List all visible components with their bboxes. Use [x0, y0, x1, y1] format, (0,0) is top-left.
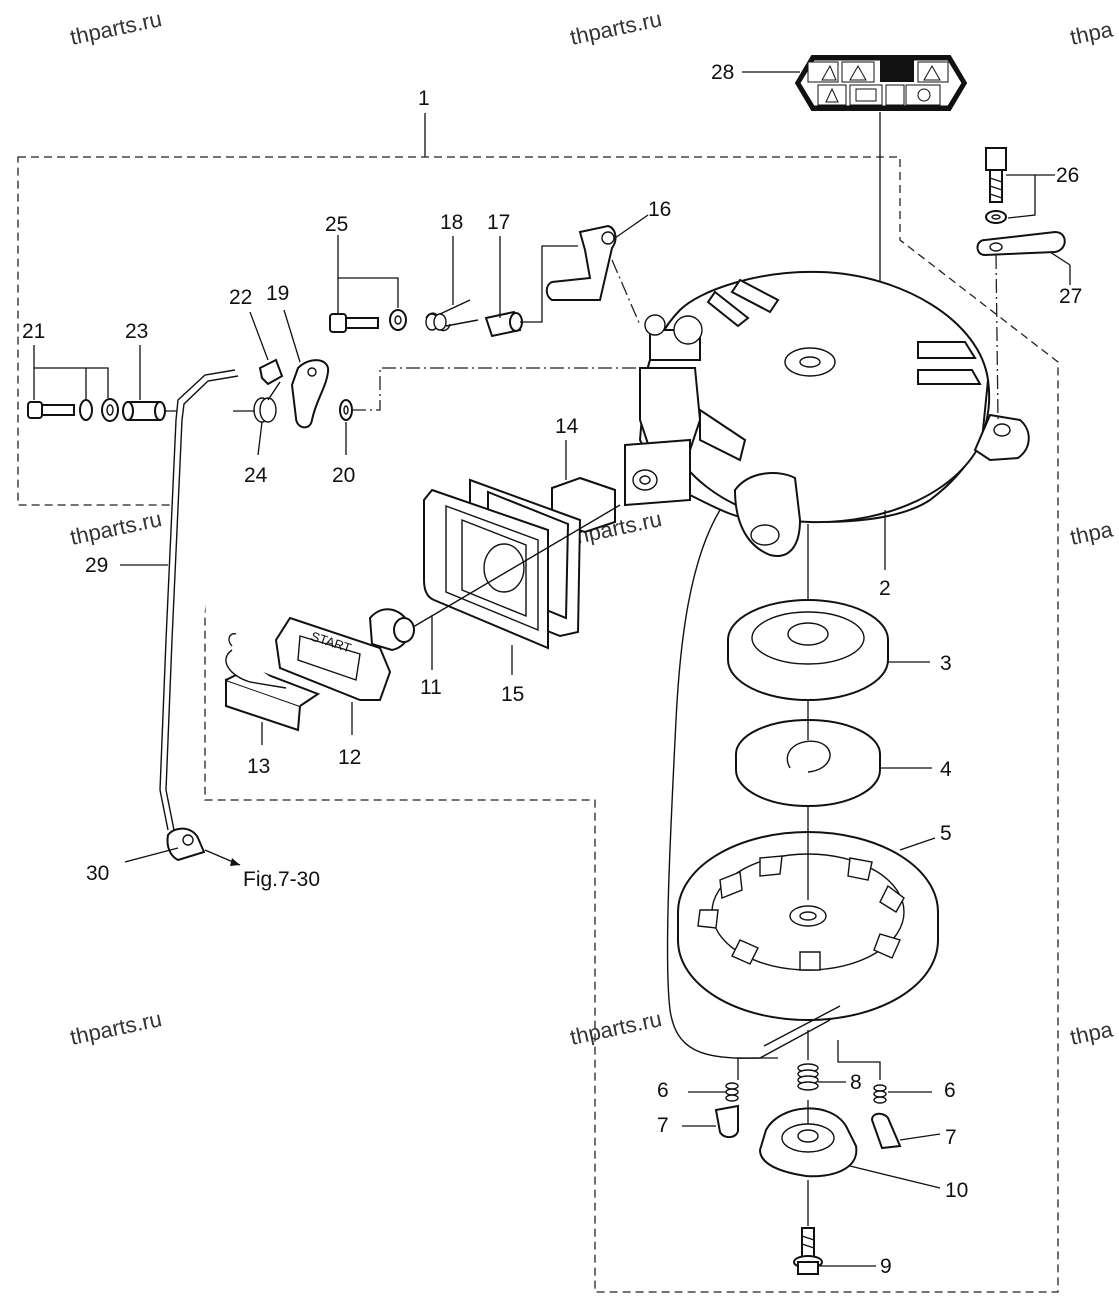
callout-13: 13 — [247, 755, 270, 778]
screw-25 — [329, 309, 407, 333]
collar-17 — [484, 310, 523, 338]
warning-decal — [794, 55, 968, 111]
callout-21: 21 — [22, 320, 45, 343]
starter-housing — [624, 270, 1030, 557]
callout-30: 30 — [86, 862, 109, 885]
watermark: thpa — [1068, 1016, 1116, 1050]
callout-10: 10 — [945, 1179, 968, 1202]
reel-5 — [677, 831, 939, 1022]
clip-22 — [258, 358, 284, 386]
watermark: thparts.ru — [68, 1006, 164, 1050]
watermark: thparts.ru — [568, 1006, 664, 1050]
callout-3: 3 — [940, 652, 952, 675]
callout-11: 11 — [420, 676, 442, 699]
collar-23 — [122, 401, 166, 421]
callout-1: 1 — [418, 87, 430, 110]
callout-6-left: 6 — [657, 1079, 669, 1102]
callout-23: 23 — [125, 320, 148, 343]
pawl-7-right — [870, 1112, 902, 1150]
clip-30 — [166, 827, 206, 862]
callout-14: 14 — [555, 415, 579, 438]
cam-16 — [545, 224, 617, 301]
callout-4: 4 — [940, 758, 952, 781]
bolt-21 — [27, 398, 119, 422]
callout-8: 8 — [850, 1071, 862, 1094]
pawl-7-left — [714, 1104, 739, 1138]
callout-15: 15 — [501, 683, 524, 706]
watermark: thparts.ru — [68, 6, 164, 50]
callout-9: 9 — [880, 1255, 892, 1278]
assembly-boundary — [17, 156, 1059, 1293]
callout-27: 27 — [1059, 285, 1082, 308]
lanyard-plate-27 — [976, 230, 1066, 257]
callout-6-right: 6 — [944, 1079, 956, 1102]
spring-8 — [797, 1063, 819, 1091]
callout-24: 24 — [244, 464, 268, 487]
watermark: thparts.ru — [68, 506, 164, 550]
watermark: thpa — [1068, 516, 1116, 550]
spiral-spring-4 — [735, 719, 881, 808]
spring-24 — [253, 381, 281, 423]
callout-7-right: 7 — [945, 1126, 957, 1149]
rope-insert-13 — [225, 633, 321, 732]
callout-17: 17 — [487, 211, 510, 234]
callout-26: 26 — [1056, 164, 1079, 187]
spring-6-right — [873, 1084, 887, 1104]
callout-16: 16 — [648, 198, 671, 221]
callout-22: 22 — [229, 286, 252, 309]
spring-6-left — [725, 1082, 739, 1102]
callout-28: 28 — [711, 61, 734, 84]
watermark: thparts.ru — [568, 6, 664, 50]
callout-18: 18 — [440, 211, 463, 234]
bolt-26 — [985, 147, 1007, 224]
callout-25: 25 — [325, 213, 348, 236]
lever-19 — [290, 359, 330, 429]
figure-reference: Fig.7-30 — [243, 868, 320, 891]
callout-19: 19 — [266, 282, 289, 305]
starter-handle-12: START — [274, 608, 415, 701]
callout-20: 20 — [332, 464, 355, 487]
callout-7-left: 7 — [657, 1114, 669, 1137]
drive-plate-10 — [758, 1107, 858, 1178]
bolt-9 — [793, 1227, 823, 1275]
callout-2: 2 — [879, 577, 891, 600]
callout-12: 12 — [338, 746, 361, 769]
spring-case-3 — [727, 599, 889, 702]
watermark: thpa — [1068, 16, 1116, 50]
rope-guide-11 — [423, 488, 549, 650]
callout-5: 5 — [940, 822, 952, 845]
spring-18 — [425, 299, 479, 332]
callout-29: 29 — [85, 554, 108, 577]
